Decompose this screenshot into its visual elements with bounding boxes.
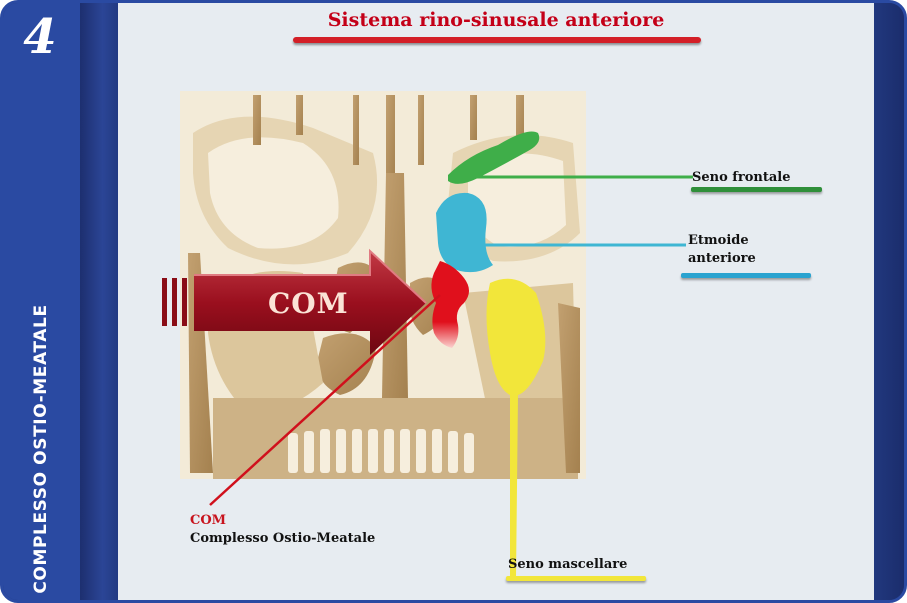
com-abbr-label: COM [190, 512, 226, 529]
etmoide-underline [681, 273, 811, 278]
slide-panel: Sistema rino-sinusale anteriore [118, 3, 874, 600]
seno-frontale-label: Seno frontale [692, 169, 791, 186]
seno-mascellare-label: Seno mascellare [508, 556, 627, 573]
com-full-label: Complesso Ostio-Meatale [190, 530, 375, 547]
etmoide-label-line2: anteriore [688, 250, 756, 267]
etmoide-label-line1: Etmoide [688, 232, 749, 249]
seno-frontale-underline [691, 187, 822, 192]
com-arrow-label: COM [268, 287, 349, 320]
seno-mascellare-underline [506, 576, 646, 581]
sidebar: 4 COMPLESSO OSTIO-MEATALE [3, 3, 80, 600]
left-frame-strip [80, 3, 118, 600]
sinus-anatomy-diagram [118, 3, 874, 603]
chapter-number: 4 [7, 11, 73, 63]
sidebar-section-label: COMPLESSO OSTIO-MEATALE [31, 304, 51, 593]
